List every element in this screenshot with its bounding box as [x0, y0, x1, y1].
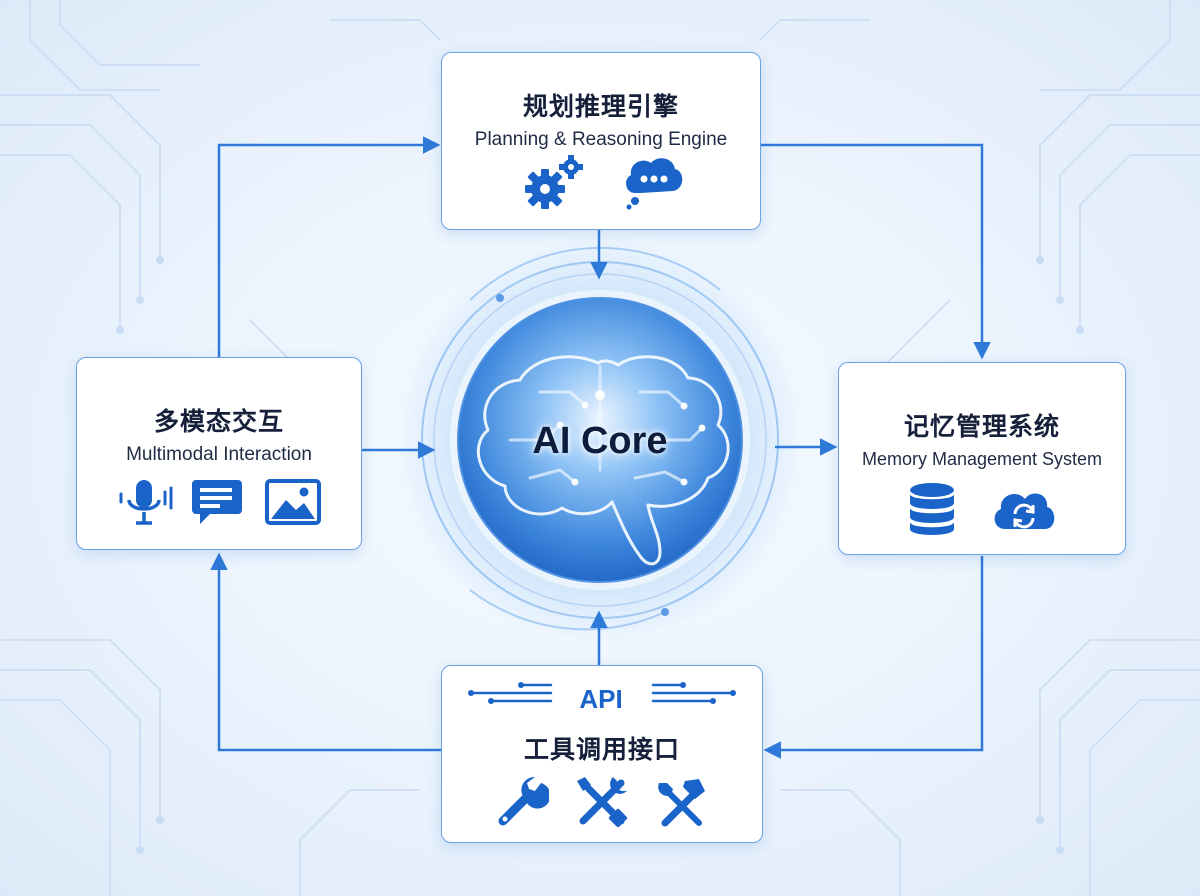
- cloud-sync-icon: [994, 493, 1055, 529]
- arrow-planning-to-memory: [761, 143, 991, 360]
- brain-icon: [476, 355, 730, 566]
- arrow-tools-to-multimodal: [210, 552, 441, 752]
- multimodal-title-en: Multimodal Interaction: [126, 444, 312, 465]
- hammer-wrench-icon: [658, 779, 705, 827]
- multimodal-card[interactable]: 多模态交互 Multimodal Interaction: [76, 357, 362, 550]
- core-title: AI Core: [532, 420, 668, 462]
- message-icon: [192, 480, 242, 524]
- connectors: [210, 136, 991, 759]
- planning-title-zh: 规划推理引擎: [522, 92, 679, 121]
- tools-card[interactable]: [441, 665, 763, 843]
- memory-card[interactable]: 记忆管理系统 Memory Management System: [838, 362, 1126, 555]
- chat-bubble-icon: [626, 158, 683, 210]
- arrow-multimodal-to-planning: [217, 136, 441, 357]
- gears-icon: [525, 155, 583, 209]
- planning-card[interactable]: 规划推理引擎 Planning & Reasoning Engine: [441, 52, 761, 230]
- memory-title-zh: 记忆管理系统: [903, 412, 1060, 441]
- database-icon: [910, 483, 954, 535]
- tools-cross-icon: [577, 777, 628, 828]
- memory-title-en: Memory Management System: [861, 449, 1103, 469]
- planning-title-en: Planning & Reasoning Engine: [474, 129, 728, 150]
- api-badge: API: [579, 684, 623, 714]
- microphone-icon: [119, 480, 173, 525]
- api-circuit-decoration: [468, 682, 736, 704]
- arrow-memory-to-tools: [763, 556, 984, 759]
- tools-title-zh: 工具调用接口: [523, 735, 680, 764]
- image-icon: [265, 479, 321, 525]
- wrench-icon: [498, 776, 549, 826]
- multimodal-title-zh: 多模态交互: [153, 407, 284, 436]
